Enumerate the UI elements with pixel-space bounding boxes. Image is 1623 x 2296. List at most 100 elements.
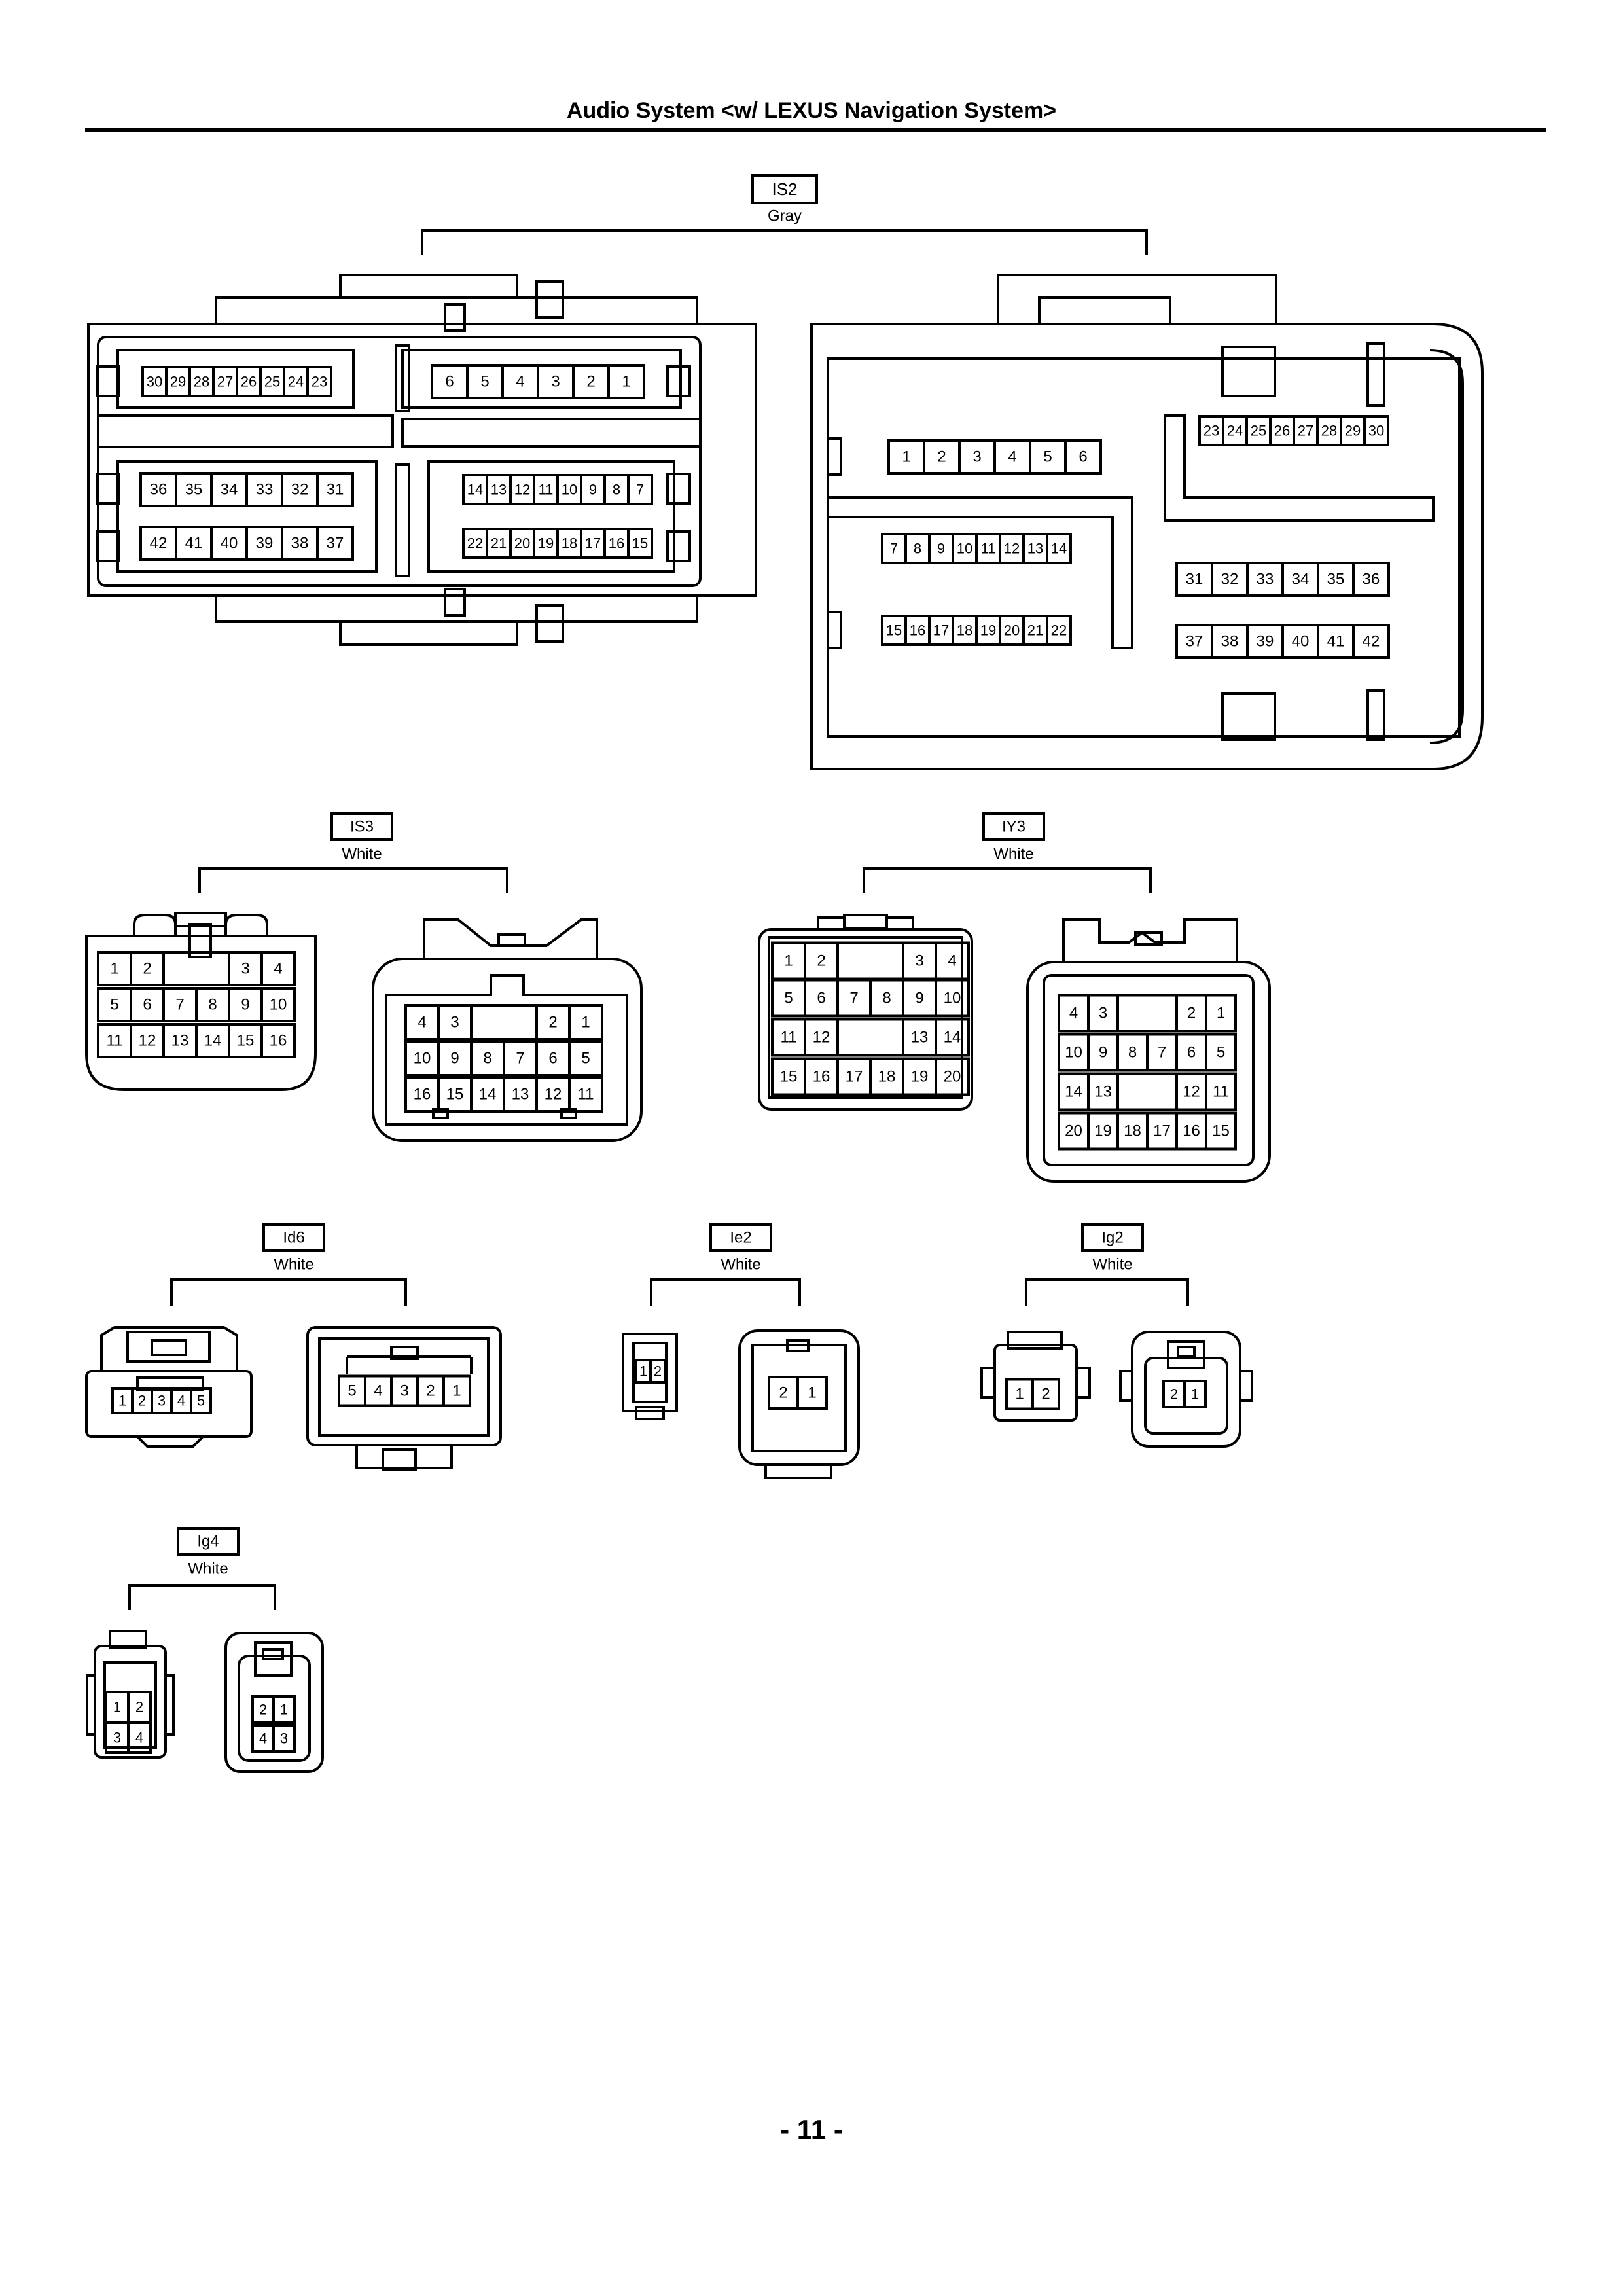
pin-number: 7 xyxy=(175,996,184,1014)
connector-code-box xyxy=(330,812,393,841)
pin-number: 13 xyxy=(171,1032,189,1050)
pin-number: 5 xyxy=(480,373,489,391)
pin-number: 2 xyxy=(817,952,825,970)
connector-bracket xyxy=(1025,1278,1189,1306)
pin-number: 1 xyxy=(639,1363,647,1380)
pin-cell xyxy=(316,526,354,561)
pin-cavity-blank xyxy=(836,1018,904,1057)
connector-code: Ig4 xyxy=(197,1533,219,1551)
pin-number: 27 xyxy=(1298,423,1313,439)
pin-number: 3 xyxy=(972,448,981,466)
pin-number: 1 xyxy=(280,1702,288,1718)
connector-code: IY3 xyxy=(1002,818,1026,836)
pin-cell xyxy=(649,1359,666,1384)
pin-number: 9 xyxy=(937,541,945,557)
pin-number: 34 xyxy=(221,481,238,499)
pin-number: 14 xyxy=(944,1029,961,1047)
pin-cell xyxy=(190,1387,212,1414)
pin-number: 38 xyxy=(1221,633,1239,651)
id6-left-housing xyxy=(85,1326,253,1448)
pin-number: 15 xyxy=(446,1086,464,1103)
iy3-right-housing xyxy=(1026,918,1271,1183)
pin-cell xyxy=(442,1374,471,1407)
pin-number: 33 xyxy=(256,481,274,499)
pin-number: 3 xyxy=(280,1731,288,1747)
pin-number: 36 xyxy=(150,481,168,499)
pin-number: 41 xyxy=(185,535,203,552)
pin-number: 37 xyxy=(1186,633,1204,651)
pin-number: 40 xyxy=(221,535,238,552)
pin-number: 20 xyxy=(944,1068,961,1086)
pin-cell xyxy=(1352,624,1390,659)
pin-number: 15 xyxy=(632,535,648,552)
pin-number: 42 xyxy=(150,535,168,552)
pin-number: 2 xyxy=(135,1699,143,1715)
pin-number: 17 xyxy=(933,622,949,639)
id6-right-housing xyxy=(306,1326,502,1471)
pin-number: 33 xyxy=(1257,571,1274,588)
pin-number: 29 xyxy=(170,374,186,390)
pin-number: 1 xyxy=(622,373,630,391)
pin-number: 4 xyxy=(259,1731,267,1747)
pin-number: 1 xyxy=(1191,1386,1199,1403)
pin-cell xyxy=(1363,415,1389,446)
connector-code: IS2 xyxy=(772,179,797,199)
pin-number: 17 xyxy=(846,1068,863,1086)
pin-number: 6 xyxy=(817,990,825,1007)
connector-color: White xyxy=(1092,1256,1132,1274)
pin-number: 19 xyxy=(1094,1122,1112,1140)
pin-number: 10 xyxy=(562,482,577,498)
pin-number: 20 xyxy=(1065,1122,1082,1140)
pin-cavity-blank xyxy=(470,1004,538,1041)
pin-number: 14 xyxy=(479,1086,497,1103)
pin-number: 5 xyxy=(1043,448,1052,466)
pin-number: 1 xyxy=(118,1393,126,1409)
pin-number: 6 xyxy=(1079,448,1087,466)
connector-code: Ie2 xyxy=(730,1229,751,1247)
pin-number: 1 xyxy=(1015,1386,1024,1403)
pin-number: 24 xyxy=(288,374,304,390)
pin-number: 39 xyxy=(1257,633,1274,651)
pin-cell xyxy=(272,1724,296,1753)
pin-number: 2 xyxy=(143,960,151,978)
pin-number: 12 xyxy=(1004,541,1020,557)
pin-number: 1 xyxy=(902,448,910,466)
pin-number: 2 xyxy=(259,1702,267,1718)
pin-number: 1 xyxy=(110,960,118,978)
pin-number: 31 xyxy=(1186,571,1204,588)
connector-color: White xyxy=(993,846,1033,863)
pin-number: 2 xyxy=(779,1384,787,1402)
pin-number: 5 xyxy=(1217,1044,1225,1062)
pin-number: 4 xyxy=(1069,1005,1078,1022)
pin-number: 42 xyxy=(1363,633,1380,651)
pin-number: 39 xyxy=(256,535,274,552)
pin-number: 22 xyxy=(1051,622,1067,639)
pin-number: 16 xyxy=(910,622,925,639)
pin-number: 3 xyxy=(1099,1005,1107,1022)
pin-number: 3 xyxy=(551,373,560,391)
pin-number: 13 xyxy=(512,1086,529,1103)
pin-cell xyxy=(1064,439,1102,475)
pin-number: 1 xyxy=(581,1014,590,1031)
pin-cell xyxy=(568,1076,603,1113)
pin-number: 10 xyxy=(270,996,287,1014)
connector-code-box xyxy=(751,174,818,204)
pin-number: 8 xyxy=(914,541,921,557)
pin-number: 6 xyxy=(548,1050,557,1067)
